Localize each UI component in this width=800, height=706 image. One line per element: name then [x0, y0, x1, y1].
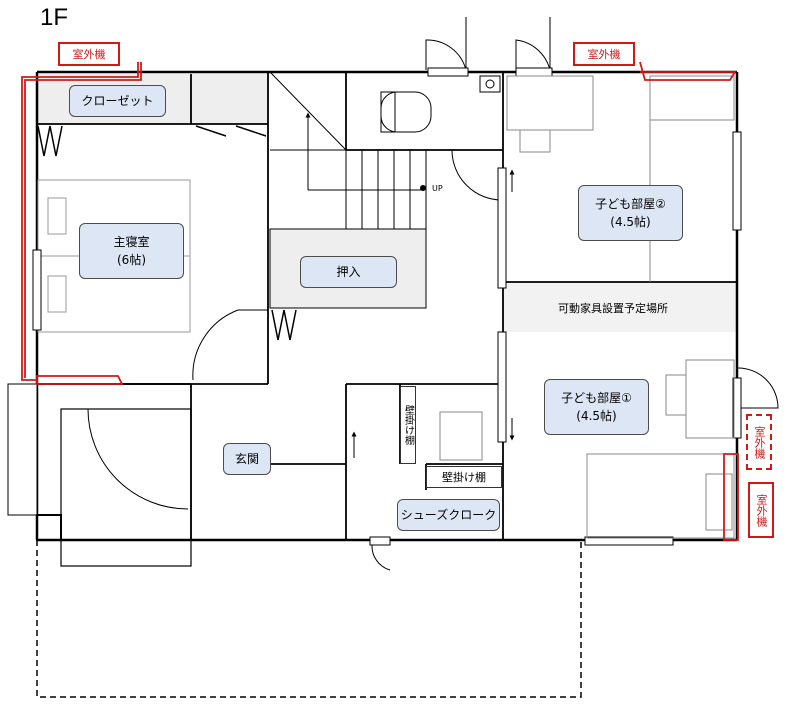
oshiire-area [269, 228, 427, 309]
master-bedroom-label: 主寝室 (6帖) [79, 223, 184, 279]
left-wall-block [7, 383, 38, 516]
closet-label: クローゼット [69, 85, 166, 117]
stairs-up-label: UP [432, 184, 443, 193]
stair-start-dot [420, 185, 426, 191]
entrance-label: 玄関 [223, 443, 271, 475]
doors [87, 17, 779, 571]
arrows [351, 169, 515, 458]
master-bedroom-size: (6帖) [117, 253, 146, 267]
outdoor-unit-3: 室外機 [746, 414, 772, 470]
oshiire-name: 押入 [336, 265, 361, 279]
oshiire-label: 押入 [300, 256, 397, 288]
outdoor-unit-lines [21, 61, 739, 541]
dashed-boundary [36, 540, 582, 698]
child-room-2-label: 子ども部屋② (4.5帖) [578, 185, 683, 241]
outdoor-unit-4: 室外機 [748, 482, 774, 538]
child-room-1-size: (4.5帖) [576, 409, 617, 423]
wall-shelf-vertical: 壁掛け棚 [400, 386, 416, 464]
outdoor-unit-2: 室外機 [573, 42, 635, 66]
child-room-2-size: (4.5帖) [610, 215, 651, 229]
floor-label: 1F [40, 4, 69, 31]
toilet [380, 75, 501, 133]
child-room-2-name: 子ども部屋② [595, 197, 666, 211]
windows [32, 67, 742, 546]
child-room-furniture [439, 75, 735, 539]
outdoor-unit-1: 室外機 [58, 42, 120, 66]
closet-name: クローゼット [81, 94, 154, 108]
shoe-cloak-name: シューズクローク [400, 508, 497, 522]
furniture-band-label: 可動家具設置予定場所 [555, 300, 671, 316]
entrance-name: 玄関 [234, 452, 259, 466]
entrance-porch [60, 408, 192, 567]
folding-doors [37, 125, 297, 341]
shoe-cloak-label: シューズクローク [397, 499, 500, 531]
corner-column [36, 514, 62, 541]
master-bedroom-name: 主寝室 [113, 235, 150, 249]
child-room-1-label: 子ども部屋① (4.5帖) [544, 379, 649, 435]
stairs [269, 71, 503, 230]
wall-shelf-horizontal: 壁掛け棚 [426, 466, 502, 488]
child-room-1-name: 子ども部屋① [561, 391, 632, 405]
